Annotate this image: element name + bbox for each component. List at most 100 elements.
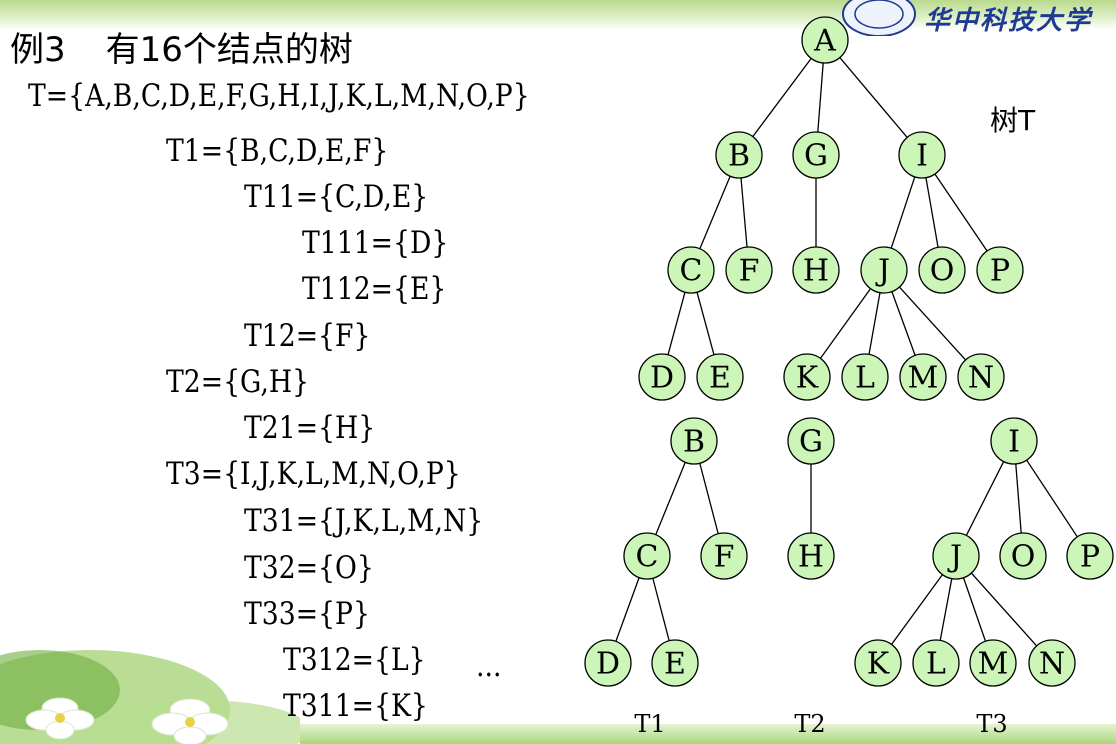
- node-circle: [792, 131, 840, 179]
- node-circle: [787, 417, 835, 465]
- main-node-E: E: [696, 353, 744, 401]
- tree-title: 树T: [990, 104, 1036, 137]
- node-label: N: [1039, 647, 1065, 682]
- node-label: P: [1080, 540, 1100, 575]
- set-line: T2={G,H}: [166, 364, 310, 400]
- node-label: L: [926, 647, 946, 682]
- t3-edge-I-O: [1015, 463, 1022, 534]
- node-circle: [725, 246, 773, 294]
- ellipsis: ...: [476, 648, 502, 684]
- set-line: T12={F}: [244, 318, 371, 354]
- subtree-caption: T1: [634, 710, 665, 738]
- node-circle: [898, 131, 946, 179]
- main-edge-J-L: [868, 292, 881, 355]
- node-label: I: [1008, 425, 1020, 460]
- main-edge-J-N: [898, 286, 967, 361]
- subtree-caption: T2: [794, 710, 825, 738]
- t2-node-G: G: [787, 417, 835, 465]
- node-label: O: [930, 254, 955, 289]
- node-circle: [912, 639, 960, 687]
- main-edge-J-M: [891, 291, 916, 356]
- main-node-M: M: [899, 353, 947, 401]
- t1-edge-B-C: [655, 462, 686, 535]
- t2-node-H: H: [787, 532, 835, 580]
- t1-node-E: E: [651, 639, 699, 687]
- node-circle: [696, 353, 744, 401]
- t3-edge-J-N: [970, 572, 1038, 647]
- t3-node-N: N: [1028, 639, 1076, 687]
- node-circle: [651, 639, 699, 687]
- node-label: I: [916, 139, 928, 174]
- node-label: J: [875, 254, 890, 289]
- node-label: B: [728, 139, 750, 174]
- t1-edge-C-D: [615, 577, 640, 642]
- node-label: C: [680, 254, 703, 289]
- main-edge-J-K: [819, 288, 872, 359]
- node-circle: [801, 16, 849, 64]
- node-label: M: [908, 361, 939, 396]
- t3-node-O: O: [999, 532, 1047, 580]
- set-line: T111={D}: [302, 225, 449, 261]
- node-circle: [783, 353, 831, 401]
- t1-node-D: D: [584, 639, 632, 687]
- t3-edge-I-J: [965, 461, 1005, 536]
- node-circle: [969, 639, 1017, 687]
- node-circle: [787, 532, 835, 580]
- set-line: T11={C,D,E}: [244, 179, 429, 215]
- set-line: T311={K}: [283, 688, 428, 724]
- main-node-L: L: [841, 353, 889, 401]
- node-label: P: [990, 254, 1010, 289]
- node-circle: [700, 532, 748, 580]
- example-label: 例3: [10, 30, 66, 70]
- main-node-G: G: [792, 131, 840, 179]
- main-edge-C-D: [667, 292, 686, 355]
- top-banner: [0, 0, 1116, 30]
- main-node-H: H: [792, 246, 840, 294]
- t3-edge-J-M: [962, 577, 987, 642]
- main-edge-A-I: [839, 57, 908, 138]
- node-circle: [932, 532, 980, 580]
- main-edge-I-P: [934, 173, 988, 252]
- flower-decoration: [0, 650, 300, 744]
- subtree-caption: T3: [976, 710, 1007, 738]
- t1-edge-B-F: [699, 463, 719, 534]
- node-circle: [976, 246, 1024, 294]
- main-edge-I-J: [890, 176, 916, 249]
- main-node-N: N: [957, 353, 1005, 401]
- set-line: T1={B,C,D,E,F}: [166, 133, 389, 169]
- t3-node-J: J: [932, 532, 980, 580]
- bottom-banner: [300, 724, 1116, 744]
- t3-node-K: K: [854, 639, 902, 687]
- node-label: G: [799, 425, 823, 460]
- node-label: C: [636, 540, 659, 575]
- t3-edge-I-P: [1026, 459, 1078, 538]
- node-circle: [957, 353, 1005, 401]
- node-label: E: [709, 361, 731, 396]
- main-edge-A-G: [817, 62, 824, 133]
- t3-node-L: L: [912, 639, 960, 687]
- main-edge-C-E: [696, 292, 715, 355]
- t3-node-M: M: [969, 639, 1017, 687]
- set-line: T32={O}: [244, 550, 374, 586]
- node-label: H: [803, 254, 829, 289]
- set-line: T33={P}: [244, 596, 370, 632]
- node-circle: [638, 353, 686, 401]
- main-edge-I-O: [925, 177, 939, 248]
- set-line: T={A,B,C,D,E,F,G,H,I,J,K,L,M,N,O,P}: [28, 78, 530, 114]
- node-circle: [584, 639, 632, 687]
- t1-node-C: C: [623, 532, 671, 580]
- node-label: O: [1011, 540, 1036, 575]
- t1-node-F: F: [700, 532, 748, 580]
- university-name: 华中科技大学: [924, 6, 1093, 36]
- node-circle: [715, 131, 763, 179]
- node-label: N: [968, 361, 994, 396]
- main-node-O: O: [918, 246, 966, 294]
- node-circle: [1066, 532, 1114, 580]
- node-circle: [990, 417, 1038, 465]
- node-label: E: [664, 647, 686, 682]
- t3-edge-J-K: [891, 574, 943, 645]
- set-line: T312={L}: [283, 642, 426, 678]
- node-label: J: [947, 540, 962, 575]
- main-node-F: F: [725, 246, 773, 294]
- node-circle: [841, 353, 889, 401]
